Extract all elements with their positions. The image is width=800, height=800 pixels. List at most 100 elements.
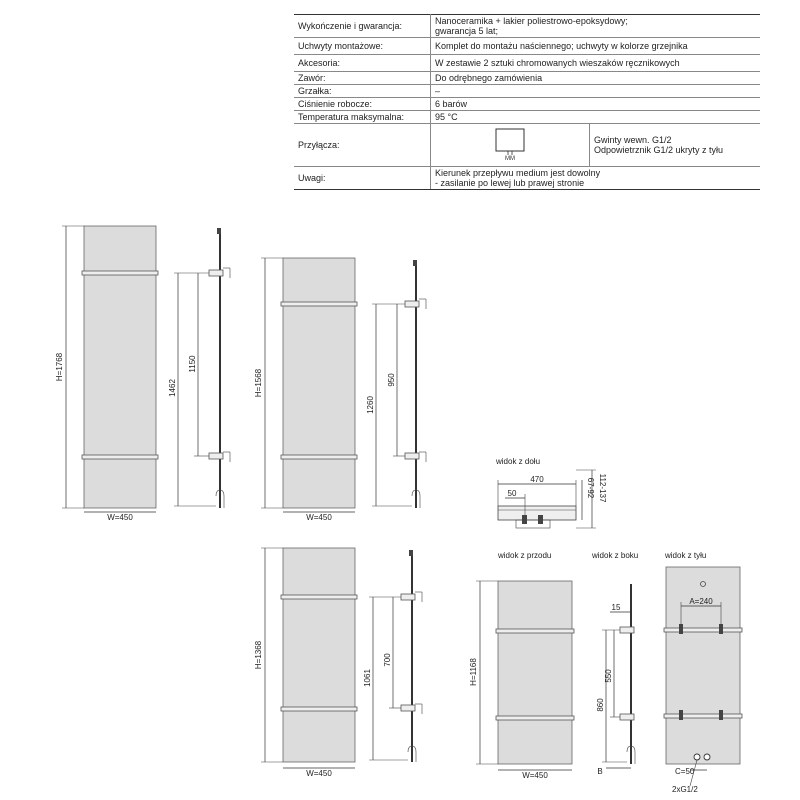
bottom-profile (497, 505, 577, 521)
dimension-label: 50 (508, 489, 517, 498)
wall-bracket (619, 626, 635, 634)
valve-pipe (411, 489, 421, 508)
air-vent-icon (700, 581, 706, 587)
dimension-label: 112-137 (598, 474, 607, 503)
view-title: widok z przodu (497, 551, 551, 560)
spec-label: Wykończenie i gwarancja: (294, 14, 431, 38)
drawing-bottom-view: widok z dołu 470 50 112-137 67-92 (495, 457, 607, 529)
spec-value-line: - zasilanie po lewej lub prawej stronie (435, 178, 585, 188)
spec-value: 95 °C (430, 110, 760, 124)
dimension-label: B (597, 767, 602, 776)
view-title: widok z boku (591, 551, 638, 560)
height-label: H=1168 (469, 658, 478, 686)
spec-label: Temperatura maksymalna: (294, 110, 431, 124)
dimension-label: 1462 (168, 379, 177, 397)
dimension-label: 2xG1/2 (672, 785, 698, 794)
spec-row: Temperatura maksymalna: 95 °C (294, 110, 760, 124)
valve-pipe (626, 745, 636, 764)
connection-icon-caption: MM (505, 156, 515, 161)
spec-row: Wykończenie i gwarancja: Nanoceramika + … (294, 14, 760, 38)
drawing-radiator-1768: H=1768 W=450 1462 1150 (55, 225, 231, 522)
drawing-back-view: widok z tyłu A=240 C=50 2xG1/2 (663, 551, 743, 794)
dimension-label: 700 (383, 653, 392, 667)
wall-bracket (404, 300, 420, 308)
connector (522, 515, 527, 524)
towel-bar (495, 628, 575, 634)
height-label: H=1768 (55, 352, 64, 381)
width-label: W=450 (522, 771, 548, 780)
spec-row-connections: Przyłącza: MM Gwinty wewn. G1/2 Odpowiet… (294, 123, 760, 167)
spec-value: Gwinty wewn. G1/2 Odpowietrznik G1/2 ukr… (589, 123, 760, 167)
spec-value: – (430, 84, 760, 98)
spec-value: Do odrębnego zamówienia (430, 71, 760, 85)
towel-bar (81, 270, 159, 276)
spec-value: Kierunek przepływu medium jest dowolny -… (430, 166, 760, 190)
spec-label: Przyłącza: (294, 123, 431, 167)
wall-bracket (208, 269, 224, 277)
width-label: W=450 (107, 513, 133, 522)
towel-bar (663, 627, 743, 633)
dimension-label: 15 (612, 603, 621, 612)
towel-bar (81, 454, 159, 460)
spec-value-line: Nanoceramika + lakier poliestrowo-epoksy… (435, 16, 628, 26)
spec-label: Grzałka: (294, 84, 431, 98)
radiator-panel (282, 547, 356, 763)
wall-bracket (719, 710, 723, 720)
dimension-label: 1061 (363, 669, 372, 687)
radiator-panel (83, 225, 157, 509)
dimension-label: 67-92 (586, 478, 595, 499)
spec-row: Grzałka: – (294, 84, 760, 98)
spec-value: 6 barów (430, 97, 760, 111)
spec-table: Wykończenie i gwarancja: Nanoceramika + … (294, 14, 760, 190)
drawing-side-view: widok z boku 15 860 550 B (591, 551, 638, 776)
connection-icon-cell: MM (430, 123, 590, 167)
spec-label: Uchwyty montażowe: (294, 37, 431, 55)
height-label: H=1568 (254, 368, 263, 397)
dimension-label: 860 (596, 698, 605, 712)
towel-bar (280, 301, 358, 307)
wall-bracket (400, 593, 416, 601)
pipe-connector-icon (693, 753, 701, 761)
valve-pipe (215, 489, 225, 508)
spec-label: Ciśnienie robocze: (294, 97, 431, 111)
spec-value-line: gwarancja 5 lat; (435, 26, 499, 36)
spec-value-line: Gwinty wewn. G1/2 (594, 135, 672, 145)
view-title: widok z dołu (495, 457, 540, 466)
towel-bar (495, 715, 575, 721)
spec-row: Uchwyty montażowe: Komplet do montażu na… (294, 37, 760, 55)
connection-icon: MM (495, 128, 525, 162)
radiator-panel (497, 580, 573, 765)
spec-value-line: Odpowietrznik G1/2 ukryty z tyłu (594, 145, 724, 155)
width-label: W=450 (306, 769, 332, 778)
connector (538, 515, 543, 524)
spec-row: Akcesoria: W zestawie 2 sztuki chromowan… (294, 54, 760, 72)
dimension-label: 470 (530, 475, 544, 484)
wall-bracket (679, 710, 683, 720)
view-title: widok z tyłu (664, 551, 706, 560)
dimension-label: C=50 (675, 767, 695, 776)
drawing-front-view: widok z przodu H=1168 W=450 (469, 551, 575, 780)
spec-value: Komplet do montażu naściennego; uchwyty … (430, 37, 760, 55)
wall-bracket (404, 452, 420, 460)
drawing-radiator-1368: H=1368 W=450 1061 700 (254, 547, 423, 778)
spec-label: Zawór: (294, 71, 431, 85)
dimension-label: 550 (604, 669, 613, 683)
dimension-label: 950 (387, 373, 396, 387)
towel-bar (663, 713, 743, 719)
dimension-label: A=240 (689, 597, 713, 606)
wall-bracket (719, 624, 723, 634)
wall-bracket (619, 713, 635, 721)
spec-row: Zawór: Do odrębnego zamówienia (294, 71, 760, 85)
spec-row-notes: Uwagi: Kierunek przepływu medium jest do… (294, 166, 760, 190)
dimension-label: 1260 (366, 396, 375, 414)
wall-bracket (208, 452, 224, 460)
towel-bar (280, 594, 358, 600)
spec-label: Uwagi: (294, 166, 431, 190)
dimension-label: 1150 (188, 355, 197, 373)
radiator-panel (282, 257, 356, 509)
towel-bar (280, 454, 358, 460)
spec-value: Nanoceramika + lakier poliestrowo-epoksy… (430, 14, 760, 38)
wall-bracket (400, 704, 416, 712)
radiator-panel (665, 566, 741, 765)
